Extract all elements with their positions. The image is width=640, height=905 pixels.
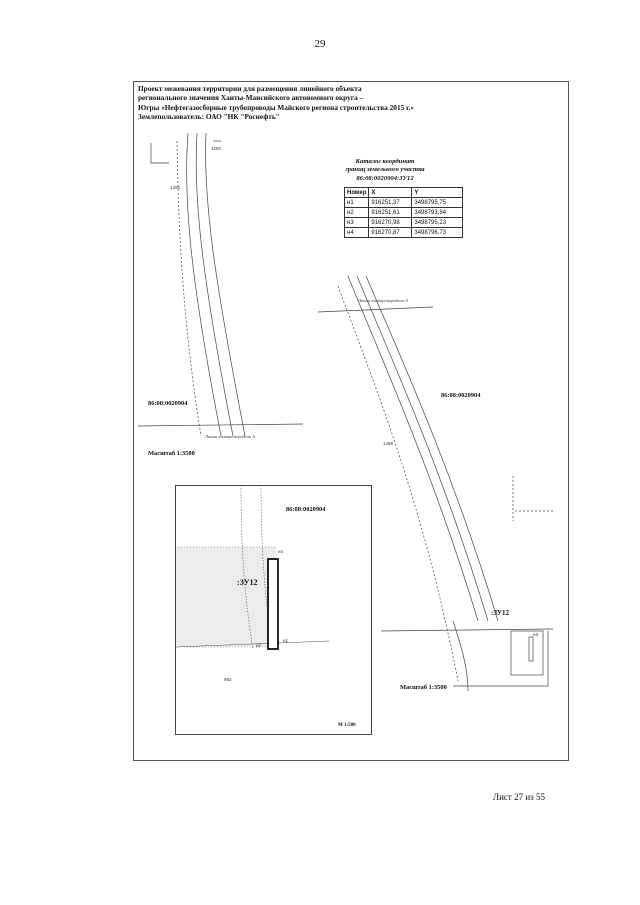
drawing-sheet-frame [133,81,569,761]
left-corridor-edge-3 [205,132,246,437]
coordinate-catalog-table: Номер X Y н1 916251,37 3498795,75 н2 916… [343,187,464,238]
right-map-line [317,306,434,313]
left-corridor-dashed [176,140,202,437]
cell-x: 916270,98 [368,217,413,228]
right-mini-plot [528,636,534,662]
col-header-x: X [368,187,413,198]
right-dashed-marker [512,476,553,521]
right-corridor-tail [452,620,469,692]
cell-number: н2 [343,207,370,218]
elevation-label-3: 1258 [383,441,394,446]
power-line-label-right: Линия электропередачи А [358,298,408,303]
power-line-label-left: Линия электропередачи А [205,434,255,439]
cell-number: н4 [343,227,370,238]
survey-drawing [137,132,554,692]
left-corridor-edge-1 [186,132,222,437]
right-corridor-edge-1 [347,275,479,622]
inset-shaded-edges [175,546,277,648]
inset-shaded-area [175,547,277,647]
node-label-n3: н3 [533,632,538,637]
page-number: 29 [314,38,326,50]
inset-road-line [174,640,330,648]
table-row: н1 916251,37 3498795,75 [343,197,464,208]
right-corridor-edge-3 [365,275,499,622]
table-row: н4 916270,87 3498796,73 [343,227,464,238]
cell-number: н3 [343,217,370,228]
right-mini-box [510,630,544,676]
sheet-counter: Лист 27 из 55 [493,792,545,802]
cell-x: 916251,37 [368,197,413,208]
catalog-title: Каталог координат границ земельного учас… [325,158,445,183]
col-header-y: Y [411,187,464,198]
table-header-row: Номер X Y [343,187,464,198]
node-label-n4: н4 [278,549,283,554]
right-corridor-edge-2 [356,275,489,622]
header-line-3: Югры «Нефтегазосборные трубопроводы Майс… [138,102,415,112]
header-line-1: Проект межевания территории для размещен… [138,84,362,93]
plot-label-inset: :ЗУ12 [237,578,258,587]
inset-pipeline-left [240,484,254,650]
cell-x: 916251,61 [368,207,413,218]
node-label-n2: н2 [256,643,261,648]
elevation-label-1: 1260 [211,146,222,151]
right-map-frame [453,631,549,687]
cadastral-number-left: 86:08:0020904 [148,400,188,407]
left-map-corner-mark [150,143,169,164]
cadastral-number-inset: 86:08:0020904 [286,506,326,513]
elevation-label-4: 982 [224,677,232,682]
right-corridor-dashed [337,285,459,682]
cell-y: 3498796,73 [411,227,464,238]
cell-y: 3498793,84 [411,207,464,218]
header-line-4: Землепользователь: ОАО "НК "Роснефть" [138,112,280,122]
inset-map-frame [175,485,372,735]
cell-number: н1 [343,197,370,208]
inset-plot-zu12 [267,558,279,650]
elevation-label-2: 1250 [170,185,181,190]
plot-label-right: :ЗУ12 [491,609,509,617]
catalog-title-line-2: границ земельного участка [345,166,425,174]
col-header-number: Номер [343,187,370,198]
catalog-title-line-3: 86:08:0020904:ЗУ12 [356,174,414,182]
scale-left: Масштаб 1:3500 [148,450,195,457]
sheet-header: Проект межевания территории для размещен… [138,84,558,122]
cell-y: 3498795,23 [411,217,464,228]
left-corridor-edge-2 [195,132,234,437]
table-row: н3 916270,98 3498795,23 [343,217,464,228]
catalog-title-line-1: Каталог координат [355,158,415,165]
header-line-2: регионального значения Ханты-Мансийского… [138,93,364,103]
node-label-n1: н1 [283,638,288,643]
scale-right: Масштаб 1:3500 [400,684,447,691]
right-map-bottom-line [380,628,554,632]
left-map-bottom-line [137,423,304,427]
table-row: н2 916251,61 3498793,84 [343,207,464,218]
cell-x: 916270,87 [368,227,413,238]
scale-inset: М 1:500 [338,723,356,728]
cell-y: 3498795,75 [411,197,464,208]
cadastral-number-right: 86:08:0020904 [441,392,481,399]
